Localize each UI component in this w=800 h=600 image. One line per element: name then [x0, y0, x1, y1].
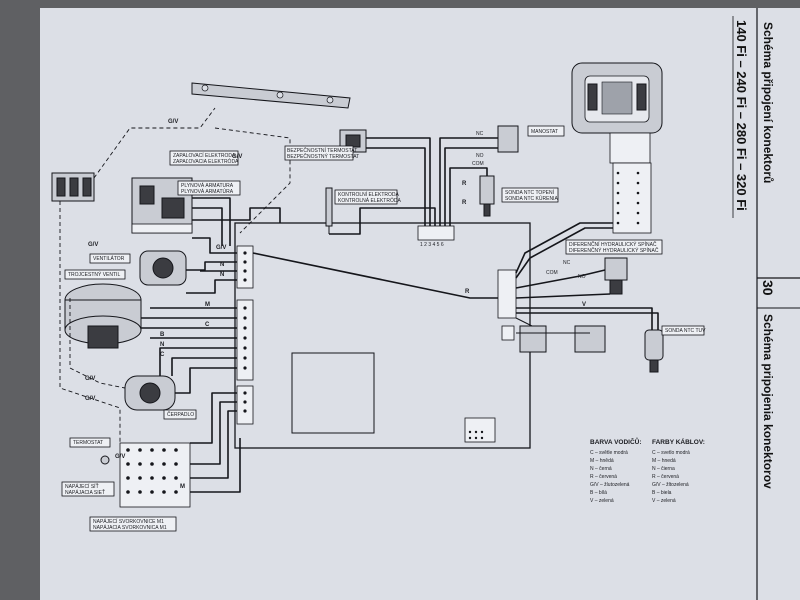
label-fan: VENTILÁTOR — [93, 255, 125, 262]
sidebar: Schéma připojení konektorů 140 Fi – 240 … — [732, 8, 800, 600]
ntc-dhw-sensor — [644, 329, 664, 373]
wire-n: N — [220, 272, 224, 278]
label-no-top: NO — [476, 153, 484, 159]
three-way-valve-part — [64, 283, 142, 349]
wire-gv: G/V — [168, 119, 178, 125]
wire-b: B — [160, 332, 165, 338]
wire-gv: G/V — [85, 376, 95, 382]
legend-sk-title: FARBY KÁBLOV: — [652, 437, 705, 446]
sidebar-models: 140 Fi – 240 Fi – 280 Fi – 320 Fi — [734, 20, 749, 211]
wire-c: C — [160, 352, 165, 358]
label-diff-switch: DIFERENČNÍ HYDRAULICKÝ SPÍNAČ — [569, 241, 657, 248]
control-board: 1 2 3 4 5 6 — [234, 222, 531, 449]
wire-gv: G/V — [85, 396, 95, 402]
sidebar-page-number: 30 — [760, 280, 776, 296]
wire-n: N — [160, 342, 164, 348]
wire-m: M — [180, 484, 185, 490]
wire-letters: G/V G/V G/V G/V N N M C B N C G/V G/V G/… — [85, 119, 586, 490]
manostat-part — [497, 125, 519, 153]
label-ntc-dhw: SONDA NTC TUV — [665, 328, 706, 334]
wires — [59, 107, 659, 493]
connector-numbers: 1 2 3 4 5 6 — [420, 242, 444, 248]
wire-v: V — [582, 302, 586, 308]
sidebar-title-bottom: Schéma pripojenia konektorov — [761, 314, 775, 489]
legend-cz-item: M – hnědá — [590, 458, 614, 464]
label-diff-switch-sk: DIFERENČNÝ HYDRAULICKÝ SPÍNAČ — [569, 247, 659, 254]
legend-cz-item: C – světle modrá — [590, 450, 628, 456]
sidebar-title-top: Schéma připojení konektorů — [761, 22, 775, 183]
legend-sk-item: V – zelená — [652, 498, 676, 504]
label-ignition-electrode-sk: ZAPAĽOVACIA ELEKTRÓDA — [173, 158, 239, 165]
label-com-right: COM — [546, 270, 558, 276]
label-manostat: MANOSTAT — [531, 129, 558, 135]
legend-cz-title: BARVA VODIČŮ: — [590, 436, 642, 446]
ntc-heating-sensor — [479, 175, 495, 217]
wire-gv: G/V — [232, 154, 242, 160]
label-control-electrode-sk: KONTROLNÁ ELEKTRÓDA — [338, 197, 401, 204]
label-terminal-m1-sk: NAPÁJACIA SVORKOVNICA M1 — [93, 524, 167, 531]
legend-cz-item: V – zelená — [590, 498, 614, 504]
ignition-bracket — [191, 82, 351, 109]
legend-sk-item: N – čierna — [652, 466, 675, 472]
label-thermostat: TERMOSTAT — [73, 440, 103, 446]
label-terminal-m1: NAPÁJECÍ SVORKOVNICE M1 — [93, 518, 164, 525]
spare-connectors — [519, 325, 606, 353]
terminal-strip — [100, 442, 191, 508]
label-nc-right: NC — [563, 260, 571, 266]
fan-part — [139, 250, 187, 286]
label-ntc-heating-sk: SONDA NTC KÚRENIA — [505, 195, 558, 202]
legend-sk-item: G/V – žltozelená — [652, 482, 689, 488]
wire-n: N — [220, 262, 224, 268]
legend-cz-item: G/V – žlutozelená — [590, 482, 630, 488]
legend-sk-item: C – svetlo modrá — [652, 450, 690, 456]
legend-cz-item: N – černá — [590, 466, 612, 472]
wire-r: R — [462, 200, 467, 206]
legend-sk-item: B – biela — [652, 490, 672, 496]
label-no-right: NO — [578, 274, 586, 280]
label-mains: NAPÁJECÍ SÍŤ — [65, 482, 99, 490]
component-labels: ZAPALOVACÍ ELEKTRODA ZAPAĽOVACIA ELEKTRÓ… — [61, 125, 706, 532]
control-electrode-part — [325, 187, 333, 234]
label-gas-valve: PLYNOVÁ ARMATURA — [181, 182, 234, 189]
label-ignition-electrode: ZAPALOVACÍ ELEKTRODA — [173, 152, 236, 159]
legend-sk: FARBY KÁBLOV: C – svetlo modrá M – hnedá… — [652, 437, 705, 504]
label-control-electrode: KONTROLNÍ ELEKTRODA — [338, 191, 400, 198]
label-ntc-heating: SONDA NTC TOPENÍ — [505, 189, 555, 196]
pump-part — [124, 375, 176, 411]
wire-c: C — [205, 322, 210, 328]
label-nc-top: NC — [476, 131, 484, 137]
label-safety-thermostat-sk: BEZPEČNOSTNÝ TERMOSTAT — [287, 153, 359, 160]
control-panel — [571, 62, 663, 234]
wire-gv: G/V — [216, 245, 226, 251]
diff-switch-part — [604, 257, 628, 295]
legend-sk-item: M – hnedá — [652, 458, 676, 464]
legend-cz-item: R – červená — [590, 474, 617, 480]
wiring-diagram-page: Schéma připojení konektorů 140 Fi – 240 … — [40, 8, 800, 600]
wiring-diagram: Schéma připojení konektorů 140 Fi – 240 … — [51, 8, 800, 600]
label-pump: ČERPADLO — [167, 411, 194, 418]
wire-m: M — [205, 302, 210, 308]
gas-valve-block — [131, 177, 193, 234]
label-three-way-valve: TROJCESTNÝ VENTIL — [68, 271, 120, 278]
wire-gv: G/V — [88, 242, 98, 248]
wire-r: R — [465, 289, 470, 295]
electrode-connector — [51, 172, 95, 202]
label-com-top: COM — [472, 161, 484, 167]
legend-cz-item: B – bílá — [590, 490, 607, 496]
wire-gv: G/V — [115, 454, 125, 460]
legend-sk-item: R – červená — [652, 474, 679, 480]
label-gas-valve-sk: PLYNOVÁ ARMATÚRA — [181, 188, 234, 195]
wire-r: R — [462, 181, 467, 187]
label-safety-thermostat: BEZPEČNOSTNÍ TERMOSTAT — [287, 147, 357, 154]
label-mains-sk: NAPÁJACIA SIEŤ — [65, 488, 105, 496]
legend-cz: BARVA VODIČŮ: C – světle modrá M – hnědá… — [590, 436, 642, 504]
